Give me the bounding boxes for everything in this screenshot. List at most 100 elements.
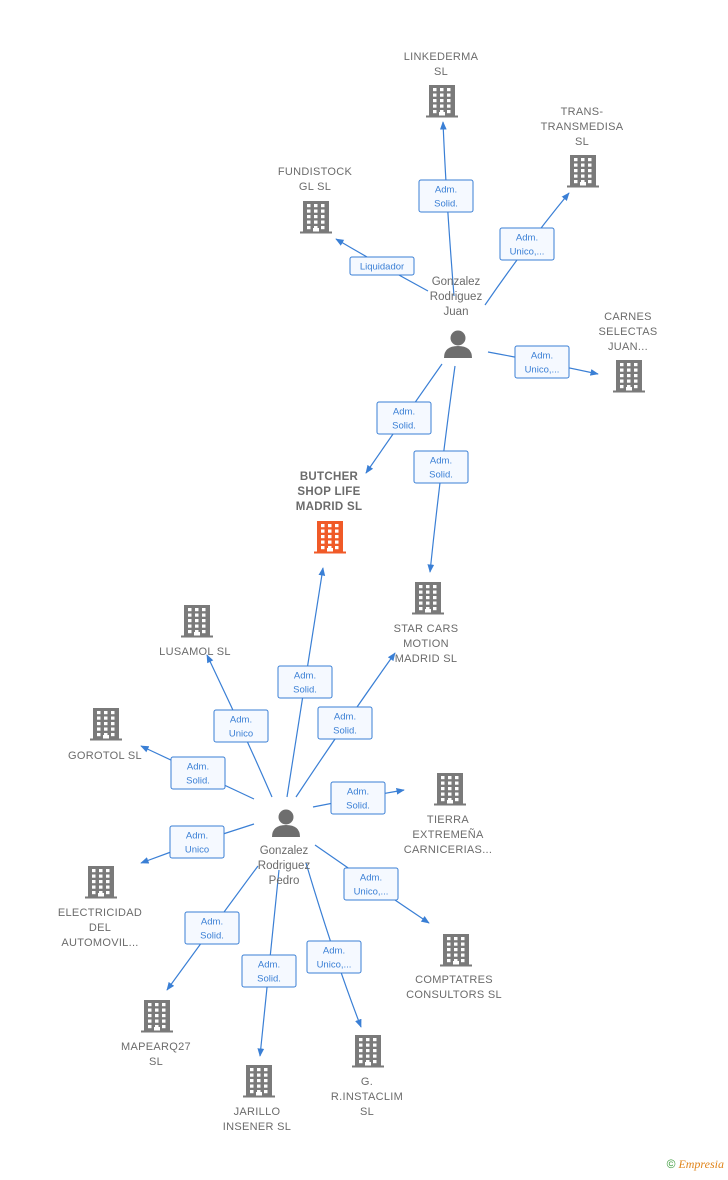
edge-label-text: Solid. bbox=[293, 685, 317, 696]
edge-juan-starcars: Adm. Solid. bbox=[413, 365, 469, 573]
edge-label-text: Unico bbox=[229, 729, 253, 740]
edge-label-text: Solid. bbox=[186, 776, 210, 787]
edge-juan-carnes: Adm. Unico,... bbox=[487, 345, 599, 379]
node-label-line: TIERRA bbox=[427, 814, 469, 826]
edge-label-text: Solid. bbox=[434, 199, 458, 210]
node-label-line: MADRID SL bbox=[296, 501, 363, 513]
edge-label-box[interactable] bbox=[170, 756, 226, 790]
company-node-carnes[interactable]: CARNESSELECTASJUAN... bbox=[598, 311, 657, 393]
edge-label-text: Solid. bbox=[392, 421, 416, 432]
node-label-line: GOROTOL SL bbox=[68, 750, 142, 762]
building-icon bbox=[85, 866, 117, 899]
edge-label-box[interactable] bbox=[241, 954, 297, 988]
node-label-line: AUTOMOVIL... bbox=[61, 937, 138, 949]
edge-label-box[interactable] bbox=[169, 825, 225, 859]
node-label-line: SHOP LIFE bbox=[297, 486, 360, 498]
company-node-starcars[interactable]: STAR CARS MOTION MADRID SL bbox=[394, 582, 459, 665]
node-label-line: SL bbox=[149, 1056, 163, 1068]
building-icon bbox=[314, 521, 346, 554]
edge-pedro-gorotol: Adm.Solid. bbox=[140, 745, 255, 800]
building-icon bbox=[352, 1035, 384, 1068]
node-label-line: SELECTAS bbox=[598, 326, 657, 338]
edge-label-box[interactable] bbox=[514, 345, 570, 379]
edge-label-text: Adm. bbox=[360, 873, 382, 884]
node-label-line: DEL bbox=[89, 922, 111, 934]
node-label-line: CARNICERIAS... bbox=[404, 844, 493, 856]
node-label-line: G. bbox=[361, 1076, 373, 1088]
edge-pedro-comptatres: Adm. Unico,... bbox=[314, 844, 430, 924]
edge-label-text: Adm. bbox=[201, 917, 223, 928]
edge-juan-trans: Adm.Unico,... bbox=[484, 192, 570, 306]
edges-layer: Adm.Solid.Adm.Unico,...LiquidadorAdm.Uni… bbox=[140, 121, 599, 1057]
edge-label-box[interactable] bbox=[184, 911, 240, 945]
edge-label-text: Adm. bbox=[323, 946, 345, 957]
edge-label-text: Adm. bbox=[430, 456, 452, 467]
edge-label-box[interactable] bbox=[277, 665, 333, 699]
edge-label-box[interactable] bbox=[317, 706, 373, 740]
company-node-electricidad[interactable]: ELECTRICIDAD DEL AUTOMOVIL... bbox=[58, 866, 142, 949]
building-icon bbox=[440, 934, 472, 967]
edge-label-text: Adm. bbox=[258, 960, 280, 971]
node-label-line: CARNES bbox=[604, 311, 652, 323]
edge-label-box[interactable] bbox=[306, 940, 362, 974]
edge-label-box[interactable] bbox=[349, 256, 415, 276]
node-label-line: BUTCHER bbox=[300, 471, 359, 483]
edge-label-text: Unico,... bbox=[317, 960, 352, 971]
node-label-line: MOTION bbox=[403, 638, 449, 650]
edge-label-text: Adm. bbox=[347, 787, 369, 798]
edge-label-text: Adm. bbox=[393, 407, 415, 418]
company-node-fundistock[interactable]: FUNDISTOCK GL SL bbox=[278, 166, 353, 234]
edge-label-text: Liquidador bbox=[360, 262, 404, 273]
node-label-line: CONSULTORS SL bbox=[406, 989, 502, 1001]
node-label-line: INSENER SL bbox=[223, 1121, 291, 1133]
edge-pedro-electricidad: Adm.Unico bbox=[140, 823, 255, 864]
company-node-tierra[interactable]: TIERRA EXTREMEÑA CARNICERIAS... bbox=[404, 773, 493, 856]
edge-pedro-lusamol: Adm.Unico bbox=[206, 654, 273, 798]
edge-label-box[interactable] bbox=[330, 781, 386, 815]
node-label-line: SL bbox=[360, 1106, 374, 1118]
node-label-line: SL bbox=[434, 66, 448, 78]
edge-label-box[interactable] bbox=[213, 709, 269, 743]
company-node-lusamol[interactable]: LUSAMOL SL bbox=[159, 605, 231, 658]
edge-label-text: Adm. bbox=[531, 351, 553, 362]
node-label-line: GL SL bbox=[299, 181, 331, 193]
edge-label-box[interactable] bbox=[343, 867, 399, 901]
edge-label-box[interactable] bbox=[376, 401, 432, 435]
edge-label-text: Unico bbox=[185, 845, 209, 856]
edge-juan-butcher: Adm. Solid. bbox=[365, 363, 443, 474]
edge-label-box[interactable] bbox=[499, 227, 555, 261]
node-label-line: Gonzalez bbox=[260, 845, 309, 857]
edge-label-text: Unico,... bbox=[354, 887, 389, 898]
building-icon bbox=[181, 605, 213, 638]
edge-label-box[interactable] bbox=[418, 179, 474, 213]
node-label-line: MADRID SL bbox=[395, 653, 458, 665]
node-label-line: Rodriguez bbox=[258, 860, 311, 872]
edge-label-text: Unico,... bbox=[525, 365, 560, 376]
building-icon bbox=[300, 201, 332, 234]
company-node-gorotol[interactable]: GOROTOL SL bbox=[68, 708, 142, 762]
building-icon bbox=[426, 85, 458, 118]
building-icon bbox=[90, 708, 122, 741]
edge-label-text: Solid. bbox=[346, 801, 370, 812]
node-label-line: FUNDISTOCK bbox=[278, 166, 353, 178]
node-label-line: EXTREMEÑA bbox=[412, 828, 484, 841]
edge-label-text: Solid. bbox=[429, 470, 453, 481]
edge-juan-linkederma: Adm.Solid. bbox=[418, 121, 474, 297]
edge-label-box[interactable] bbox=[413, 450, 469, 484]
node-label-line: TRANSMEDISA bbox=[541, 121, 624, 133]
node-label-line: ELECTRICIDAD bbox=[58, 907, 142, 919]
company-node-butcher[interactable]: BUTCHER SHOP LIFE MADRID SL bbox=[296, 471, 363, 554]
node-label-line: STAR CARS bbox=[394, 623, 459, 635]
node-label-line: Gonzalez bbox=[432, 276, 481, 288]
building-icon bbox=[141, 1000, 173, 1033]
